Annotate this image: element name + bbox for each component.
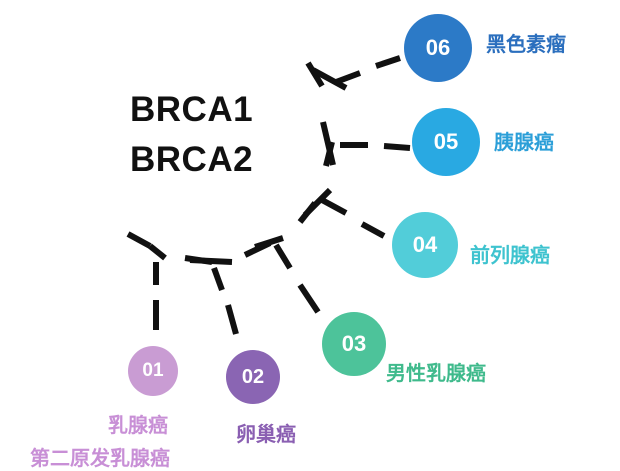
tree-diagram (126, 55, 411, 335)
label-01-secondary: 第二原发乳腺癌 (30, 446, 170, 470)
t-bar (189, 257, 233, 265)
branch-04 (360, 221, 386, 239)
node-04-number: 04 (412, 232, 438, 257)
node-06-number: 06 (425, 35, 451, 60)
node-05: 05 (412, 108, 480, 176)
node-01: 01 (128, 346, 178, 396)
node-06: 06 (404, 14, 472, 82)
node-02: 02 (226, 350, 280, 404)
node-03: 03 (322, 312, 386, 376)
branch-06 (334, 70, 362, 85)
node-03-number: 03 (341, 331, 367, 356)
label-02: 卵巢癌 (236, 422, 296, 446)
label-05: 胰腺癌 (494, 130, 554, 154)
title-brca2: BRCA2 (130, 140, 254, 179)
branch-02 (211, 266, 225, 292)
branch-05 (383, 143, 411, 151)
node-05-number: 05 (433, 129, 459, 154)
t-bar (320, 121, 336, 166)
connector-lines (126, 55, 411, 335)
trunk-segment (126, 231, 152, 249)
label-03: 男性乳腺癌 (386, 361, 486, 385)
label-04: 前列腺癌 (470, 243, 550, 267)
t-bar (311, 67, 348, 91)
branch-06 (375, 55, 401, 69)
label-06: 黑色素瘤 (486, 32, 566, 56)
branch-04 (320, 197, 348, 216)
title-brca1: BRCA1 (130, 90, 254, 129)
branch-03 (273, 243, 293, 270)
t-bar (254, 235, 284, 250)
branch-03 (297, 283, 321, 314)
node-01-number: 01 (142, 360, 164, 381)
branch-02 (225, 304, 239, 335)
node-02-number: 02 (241, 365, 265, 388)
label-01: 乳腺癌 (108, 413, 168, 437)
node-04: 04 (392, 212, 458, 278)
t-bar (302, 187, 333, 218)
t-bar (148, 243, 167, 261)
